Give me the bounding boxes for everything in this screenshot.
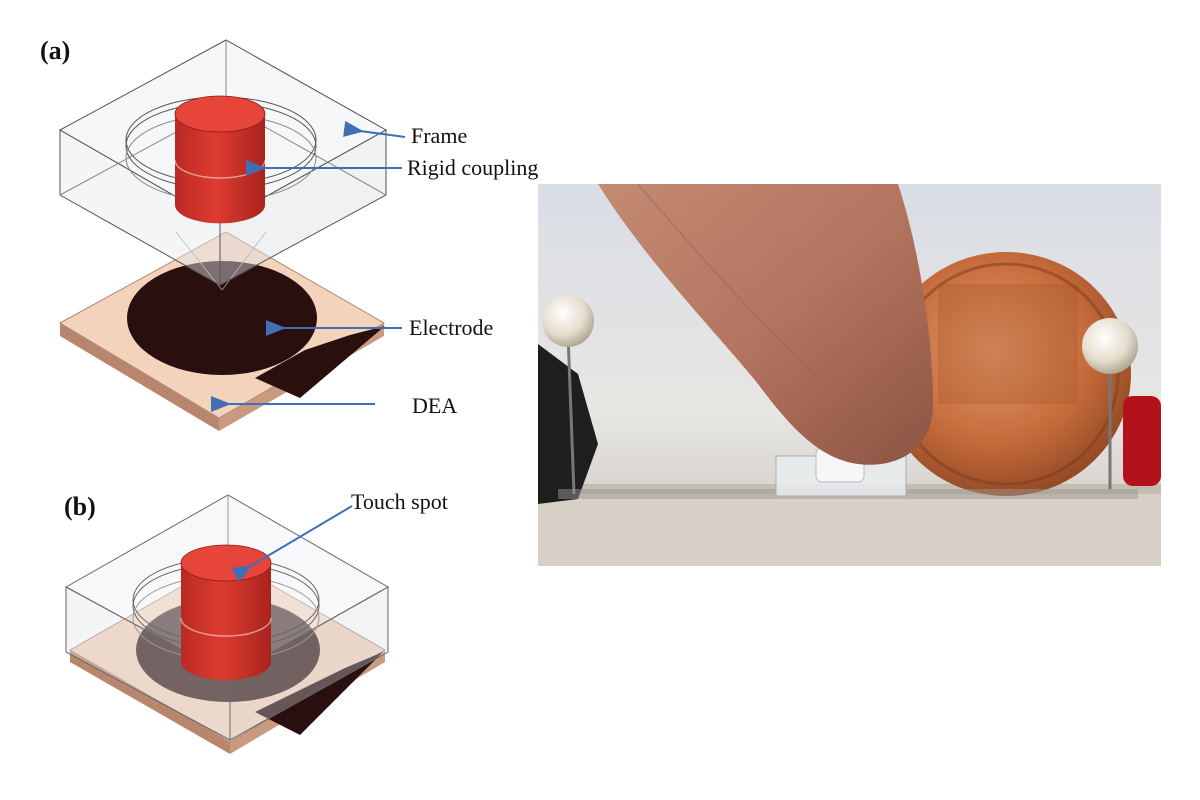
- callout-touch-spot: Touch spot: [351, 489, 448, 514]
- panel-a-label: (a): [40, 36, 71, 65]
- electrode-shape: [127, 261, 385, 398]
- panel-a-drawing: [58, 39, 406, 431]
- rigid-coupling-cylinder: [174, 95, 266, 224]
- callout-dea: DEA: [412, 393, 458, 418]
- diagram-illustration: [58, 39, 406, 754]
- rigid-coupling-assembled: [180, 544, 272, 680]
- coin: [881, 252, 1131, 496]
- panel-b-label: (b): [64, 492, 96, 521]
- arrow-frame: [343, 120, 406, 138]
- arrow-touch-spot: [231, 505, 353, 583]
- device-photo: [538, 184, 1161, 566]
- panel-b-drawing: [64, 494, 390, 754]
- callout-rigid-coupling: Rigid coupling: [407, 155, 539, 180]
- callout-frame: Frame: [411, 123, 468, 148]
- finger: [598, 184, 933, 465]
- callout-electrode: Electrode: [409, 315, 494, 340]
